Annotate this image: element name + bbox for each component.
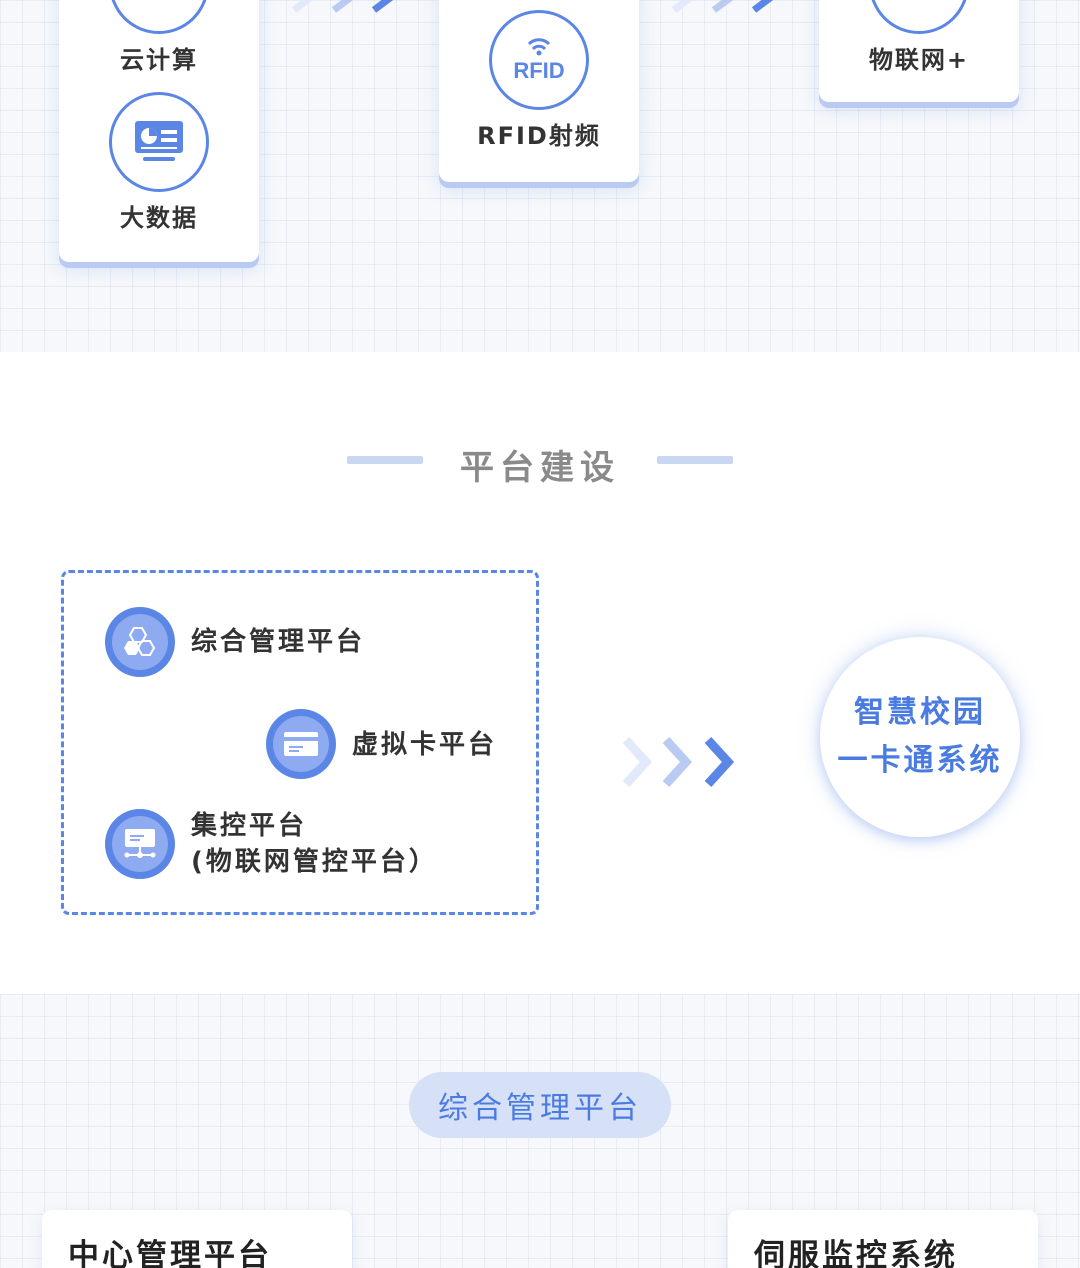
tech-card-middle: RFID RFID射频 [439, 0, 639, 182]
section-title: 平台建设 [460, 448, 620, 488]
feature-card-title: 伺服监控系统 [754, 1238, 958, 1268]
title-divider-left [347, 456, 423, 464]
rfid-icon-text: RFID [513, 58, 564, 83]
platform-sublabel: (物联网管控平台） [191, 847, 438, 877]
platform-label: 综合管理平台 [191, 627, 366, 657]
title-divider-right [657, 456, 733, 464]
iot-icon [869, 0, 969, 34]
big-data-icon [109, 92, 209, 192]
platform-label: 集控平台 [191, 811, 308, 841]
feature-card: 伺服监控系统 [728, 1210, 1038, 1268]
cloud-computing-icon [109, 0, 209, 34]
tech-card-left: 云计算 大数据 [59, 0, 259, 262]
platform-group: 综合管理平台 虚拟卡平台 集控平台 (物联网管控 [61, 570, 539, 915]
tech-item-iot: 物联网+ [819, 0, 1019, 75]
feature-card: 中心管理平台 [42, 1210, 352, 1268]
tech-label: 物联网+ [868, 46, 970, 74]
platform-label: 虚拟卡平台 [352, 730, 498, 760]
monitor-hub-icon [105, 809, 175, 879]
tech-label: 大数据 [120, 204, 198, 232]
section-header: 平台建设 [0, 440, 1080, 488]
technology-section: 云计算 大数据 [0, 0, 1080, 352]
tech-card-right: 物联网+ [819, 0, 1019, 102]
rfid-icon: RFID [489, 10, 589, 110]
virtual-card-icon [266, 709, 336, 779]
target-line2: 一卡通系统 [837, 743, 1003, 778]
chevron-arrows-icon [292, 0, 394, 13]
chevron-arrows-icon [672, 0, 774, 13]
tech-label: 云计算 [120, 46, 198, 74]
target-line1: 智慧校园 [854, 695, 986, 730]
tech-item-cloud: 云计算 [59, 0, 259, 75]
tech-label: RFID射频 [477, 122, 601, 150]
feature-card-title: 中心管理平台 [68, 1238, 272, 1268]
hexagon-network-icon [105, 607, 175, 677]
tech-item-bigdata: 大数据 [59, 92, 259, 233]
subsection-pill: 综合管理平台 [409, 1072, 671, 1138]
tech-item-rfid: RFID RFID射频 [439, 10, 639, 151]
chevron-arrows-icon [622, 736, 735, 788]
target-system-circle: 智慧校园 一卡通系统 [820, 637, 1020, 837]
